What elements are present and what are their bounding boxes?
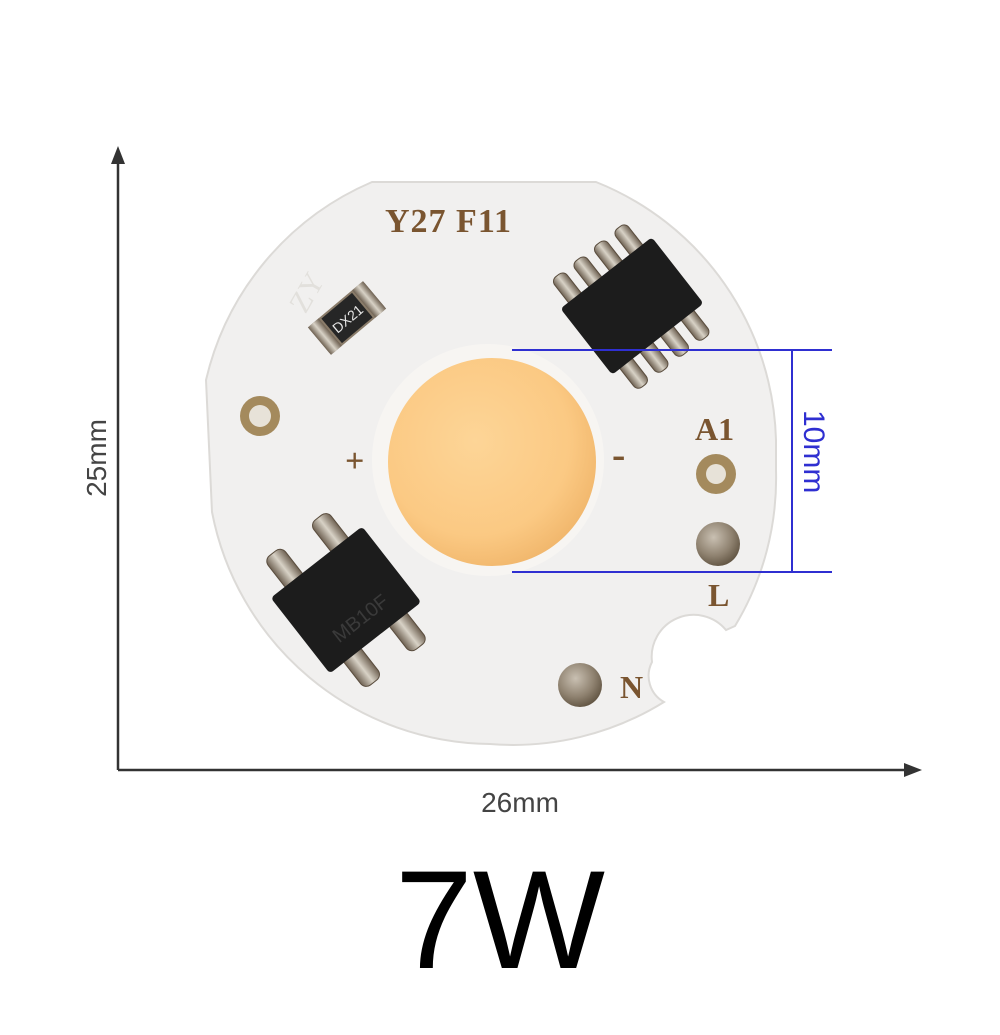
pad-label-l: L xyxy=(708,577,729,613)
axes xyxy=(111,146,922,777)
bridge-rectifier: MB10F xyxy=(266,513,426,687)
led-diameter-label: 10mm xyxy=(797,410,830,493)
driver-ic-body xyxy=(562,238,702,374)
x-axis-arrow-icon xyxy=(904,763,922,777)
model-label: Y27 F11 xyxy=(385,203,512,240)
pad-l xyxy=(696,522,740,566)
power-rating: 7W xyxy=(395,841,605,998)
plus-label: + xyxy=(345,443,364,480)
led-diameter-dimension: 10mm xyxy=(512,349,832,573)
driver-ic xyxy=(553,224,710,389)
cob-led xyxy=(372,344,604,576)
y-axis-arrow-icon xyxy=(111,146,125,164)
pad-label-n: N xyxy=(620,669,643,705)
bridge-rectifier-body xyxy=(272,528,420,672)
pad-a1 xyxy=(696,454,736,494)
pad-label-a1: A1 xyxy=(695,411,734,447)
height-dimension-label: 25mm xyxy=(81,419,112,497)
resistor: DX21 xyxy=(307,281,387,355)
mounting-hole xyxy=(240,396,280,436)
pad-n xyxy=(558,663,602,707)
width-dimension-label: 26mm xyxy=(481,787,559,818)
minus-label: - xyxy=(612,432,625,477)
